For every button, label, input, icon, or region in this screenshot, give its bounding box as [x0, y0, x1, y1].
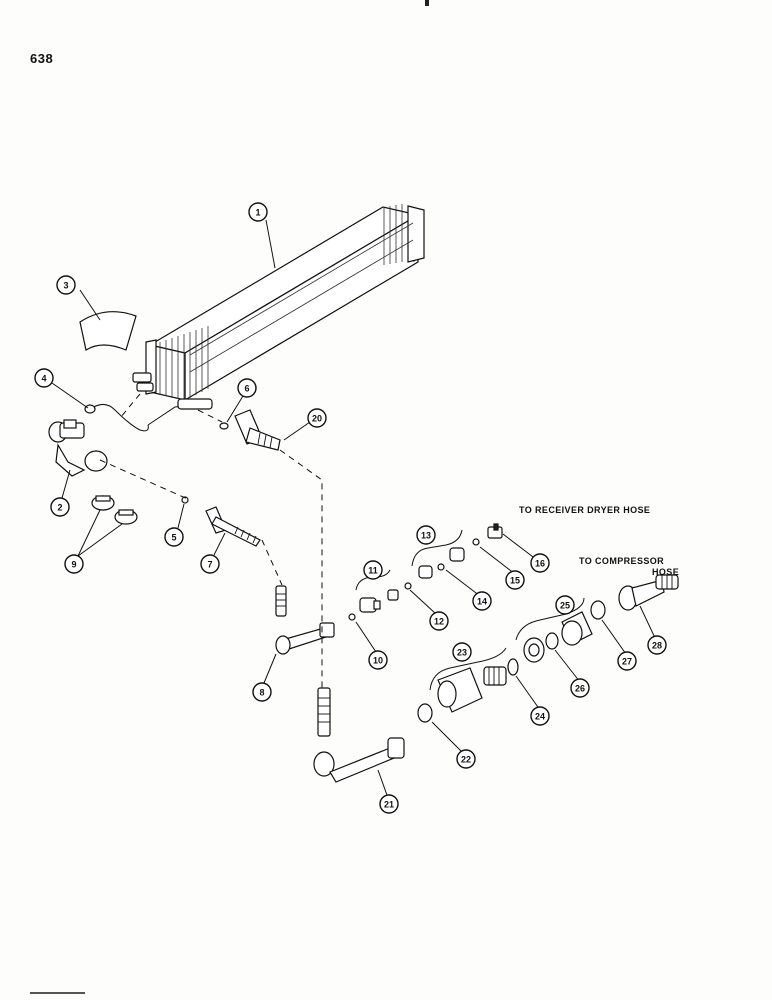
o-ring-6	[219, 422, 229, 430]
o-ring-26	[545, 632, 559, 650]
note-compressor-hose-line1: TO COMPRESSOR	[579, 556, 665, 566]
svg-text:1: 1	[255, 208, 260, 218]
callout-22: 22	[456, 749, 476, 769]
svg-text:11: 11	[368, 566, 378, 576]
o-ring-14	[437, 563, 445, 571]
fitting-28	[618, 574, 679, 611]
svg-text:13: 13	[421, 531, 431, 541]
note-compressor-hose-line2: HOSE	[652, 567, 680, 577]
callout-28: 28	[647, 635, 667, 655]
svg-text:12: 12	[434, 617, 444, 627]
svg-text:5: 5	[171, 533, 176, 543]
svg-text:8: 8	[259, 688, 264, 698]
callout-20: 20	[307, 408, 327, 428]
svg-text:14: 14	[477, 597, 487, 607]
fitting-23	[437, 666, 507, 713]
callout-26: 26	[570, 678, 590, 698]
callout-23: 23	[452, 642, 472, 662]
elbow-tube-8	[275, 585, 335, 655]
callout-6: 6	[237, 378, 257, 398]
svg-text:22: 22	[461, 755, 471, 765]
fitting-13	[418, 547, 465, 579]
callout-24: 24	[530, 706, 550, 726]
core-right-bracket	[407, 205, 425, 263]
callout-2: 2	[50, 497, 70, 517]
o-ring-12	[404, 582, 412, 590]
hose-clamp-upper-screw	[95, 495, 111, 502]
callout-11: 11	[363, 560, 383, 580]
callout-7: 7	[200, 554, 220, 574]
core-left-fins	[159, 326, 209, 400]
hose-clamp-lower-screw	[118, 509, 134, 516]
svg-text:7: 7	[207, 560, 212, 570]
scan-top-mark	[425, 0, 429, 6]
insulation-pad	[79, 311, 137, 351]
svg-text:9: 9	[71, 560, 76, 570]
callout-8: 8	[252, 682, 272, 702]
svg-text:6: 6	[244, 384, 249, 394]
hose-fitting-7	[205, 506, 261, 547]
callout-1: 1	[248, 202, 268, 222]
callout-14: 14	[472, 591, 492, 611]
svg-text:26: 26	[575, 684, 585, 694]
fitting-11	[359, 589, 399, 613]
o-ring-15	[472, 538, 480, 546]
o-ring-24	[507, 658, 519, 676]
hose-end-fitting-20	[234, 409, 281, 451]
callout-5: 5	[164, 527, 184, 547]
o-ring-22	[417, 703, 433, 723]
core-inlet-fitting	[132, 372, 152, 383]
callout-27: 27	[617, 651, 637, 671]
callout-15: 15	[505, 570, 525, 590]
svg-text:24: 24	[535, 712, 545, 722]
svg-text:23: 23	[457, 648, 467, 658]
note-receiver-dryer-hose: TO RECEIVER DRYER HOSE	[519, 505, 651, 515]
svg-text:25: 25	[560, 601, 570, 611]
svg-text:3: 3	[63, 281, 68, 291]
callout-10: 10	[368, 650, 388, 670]
svg-text:2: 2	[57, 503, 62, 513]
o-ring-27	[590, 600, 606, 620]
leader-lines	[51, 219, 657, 799]
fitting-25	[523, 611, 593, 663]
o-ring-10	[348, 613, 356, 621]
svg-text:27: 27	[622, 657, 632, 667]
core-outlet-fitting	[136, 382, 154, 392]
elbow-tube-21	[313, 687, 405, 783]
svg-text:28: 28	[652, 641, 662, 651]
callout-3: 3	[56, 275, 76, 295]
callout-4: 4	[34, 368, 54, 388]
callout-25: 25	[555, 595, 575, 615]
page-number: 638	[30, 51, 54, 66]
callout-16: 16	[530, 553, 550, 573]
callout-12: 12	[429, 611, 449, 631]
callout-21: 21	[379, 794, 399, 814]
o-ring-5	[181, 496, 189, 504]
svg-text:10: 10	[373, 656, 383, 666]
expansion-valve	[48, 419, 108, 477]
callout-13: 13	[416, 525, 436, 545]
svg-text:15: 15	[510, 576, 520, 586]
svg-text:21: 21	[384, 800, 394, 810]
svg-text:20: 20	[312, 414, 322, 424]
svg-text:4: 4	[41, 374, 46, 384]
assembly-lines	[99, 393, 323, 690]
capillary-tube	[84, 398, 213, 432]
svg-text:16: 16	[535, 559, 545, 569]
callout-9: 9	[64, 554, 84, 574]
fitting-16	[487, 523, 503, 539]
core-assembly	[132, 204, 425, 402]
capillary-fitting	[177, 398, 213, 410]
